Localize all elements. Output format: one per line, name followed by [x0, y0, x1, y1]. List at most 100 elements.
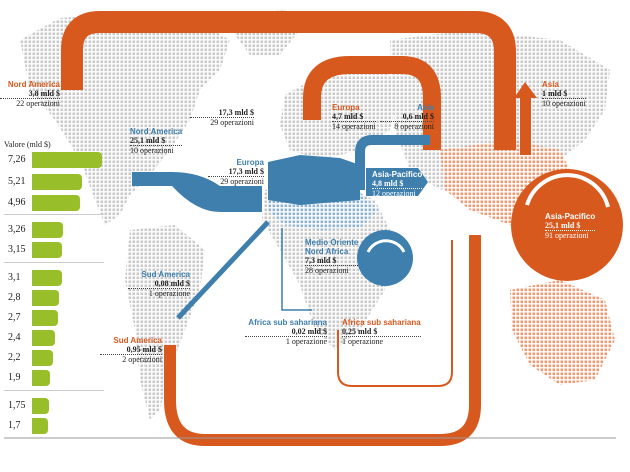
flow-nordamerica-europa — [132, 172, 262, 212]
flow-africa-blue — [281, 228, 312, 311]
medio-oriente-circle-ring — [366, 239, 406, 253]
label-ops: 22 operazioni — [0, 98, 60, 108]
label-value: 0,25 mld $ — [342, 327, 378, 336]
label-sud-america-blue: Sud America 0,08 mld $ 1 operazione — [128, 270, 190, 298]
legend-bar — [32, 195, 80, 211]
label-value: 4,7 mld $ — [332, 112, 364, 121]
legend-bar — [32, 242, 62, 258]
label-title: Asia-Pacifico — [545, 212, 596, 221]
label-ops: 1 operazione — [245, 336, 327, 346]
legend-row: 1,75 — [0, 396, 110, 416]
label-title: Sud America — [141, 270, 190, 279]
medio-oriente-circle — [357, 230, 413, 286]
label-center-top: 17,3 mld $ 29 operazioni — [190, 108, 254, 127]
flow-asiapacifico-blue-arrow — [366, 168, 428, 196]
legend-value-label: 2,8 — [8, 292, 21, 303]
label-ops: 29 operazioni — [190, 117, 254, 127]
legend-value-label: 3,1 — [8, 272, 21, 283]
label-value: 0,08 mld $ — [154, 279, 190, 288]
label-ops: 8 operazioni — [380, 121, 434, 131]
label-ops: 29 operazioni — [208, 176, 264, 186]
label-ops: 1 operazione — [128, 288, 190, 298]
legend-value-label: 1,75 — [8, 400, 26, 411]
legend-separator — [4, 214, 104, 215]
label-ops: 28 operazioni — [305, 265, 359, 275]
legend-value-label: 1,7 — [8, 420, 21, 431]
label-value: 0,6 mld $ — [402, 112, 434, 121]
legend-row: 5,21 — [0, 172, 110, 192]
legend-row: 2,4 — [0, 328, 110, 348]
legend-row: 1,7 — [0, 416, 110, 436]
label-asia-orange: Asia 1 mld $ 10 operazioni — [542, 80, 586, 108]
label-sud-america-orange: Sud America 0,95 mld $ 2 operazioni — [100, 336, 162, 364]
label-asia-blue: Asia 0,6 mld $ 8 operazioni — [380, 103, 434, 131]
legend-bar — [32, 370, 50, 386]
legend-value-label: 4,96 — [8, 197, 26, 208]
flow-asia-arrowhead — [514, 82, 537, 98]
label-ops: 91 operazioni — [545, 230, 596, 240]
label-title: Nord America — [7, 80, 60, 89]
legend-bar — [32, 174, 82, 190]
legend-value-label: 2,7 — [8, 312, 21, 323]
label-title: Sud America — [113, 336, 162, 345]
legend-separator — [4, 390, 104, 391]
legend-row: 2,7 — [0, 308, 110, 328]
label-title: Asia — [542, 80, 559, 89]
map-australia — [510, 280, 615, 385]
label-title-2: Nord Africa — [305, 247, 349, 256]
legend-bar — [32, 330, 55, 346]
label-title: Nord America — [130, 127, 183, 136]
label-value: 17,3 mld $ — [218, 108, 254, 117]
flow-asia-vertical — [520, 95, 531, 155]
asia-pacifico-circle — [511, 169, 623, 281]
label-title: Asia-Pacifico — [372, 170, 423, 179]
label-ops: 10 operazioni — [130, 145, 183, 155]
label-value: 0,95 mld $ — [126, 345, 162, 354]
label-nord-america-orange: Nord America 3,8 mld $ 22 operazioni — [0, 80, 60, 108]
label-africa-blue: Africa sub sahariana 0,02 mld $ 1 operaz… — [245, 318, 327, 346]
legend-value-label: 5,21 — [8, 176, 26, 187]
legend-value-label: 3,15 — [8, 244, 26, 255]
flow-europa-loop — [303, 56, 441, 150]
legend-bar — [32, 290, 59, 306]
legend-row: 3,15 — [0, 240, 110, 260]
label-africa-orange: Africa sub sahariana 0,25 mld $ 1 operaz… — [342, 318, 421, 346]
label-title: Europa — [332, 103, 360, 112]
asia-pacifico-circle-ring — [525, 173, 610, 208]
label-title: Europa — [236, 158, 264, 167]
label-asia-pacifico-orange: Asia-Pacifico 25,1 mld $ 91 operazioni — [545, 212, 596, 240]
label-ops: 2 operazioni — [100, 354, 162, 364]
label-value: 0,02 mld $ — [291, 327, 327, 336]
legend-row: 2,2 — [0, 348, 110, 368]
label-title: Africa sub sahariana — [248, 318, 327, 327]
flow-sudamerica-orange-loop — [164, 235, 481, 446]
flow-europa-block — [268, 155, 360, 205]
legend-row: 2,8 — [0, 288, 110, 308]
legend-value-label: 2,4 — [8, 332, 21, 343]
label-medio-oriente: Medio Oriente Nord Africa 7,3 mld $ 28 o… — [305, 238, 359, 275]
legend-value-label: 1,9 — [8, 372, 21, 383]
label-ops: 10 operazioni — [542, 98, 586, 108]
legend-row: 1,9 — [0, 368, 110, 388]
legend-bar — [32, 398, 49, 414]
label-value: 3,8 mld $ — [28, 89, 60, 98]
label-ops: 1 operazione — [342, 336, 421, 346]
label-title: Asia — [417, 103, 434, 112]
map-south-america — [125, 225, 205, 420]
flow-nordamerica-asia-arc — [61, 11, 516, 150]
label-asia-pacifico-blue: Asia-Pacifico 4,8 mld $ 12 operazioni — [372, 170, 423, 198]
label-ops: 12 operazioni — [372, 188, 423, 198]
label-title: Medio Oriente — [305, 238, 359, 247]
label-value: 25,1 mld $ — [130, 136, 166, 145]
legend-value-label: 2,2 — [8, 352, 21, 363]
label-ops: 14 operazioni — [332, 121, 376, 131]
label-value: 7,3 mld $ — [305, 256, 337, 265]
label-europa-blue: Europa 17,3 mld $ 29 operazioni — [208, 158, 264, 186]
legend-value-label: 3,26 — [8, 224, 26, 235]
label-nord-america-blue: Nord America 25,1 mld $ 10 operazioni — [130, 127, 183, 155]
legend-value-label: 7,26 — [8, 154, 26, 165]
legend-row: 4,96 — [0, 193, 110, 213]
label-value: 1 mld $ — [542, 89, 568, 98]
legend-bar — [32, 350, 53, 366]
